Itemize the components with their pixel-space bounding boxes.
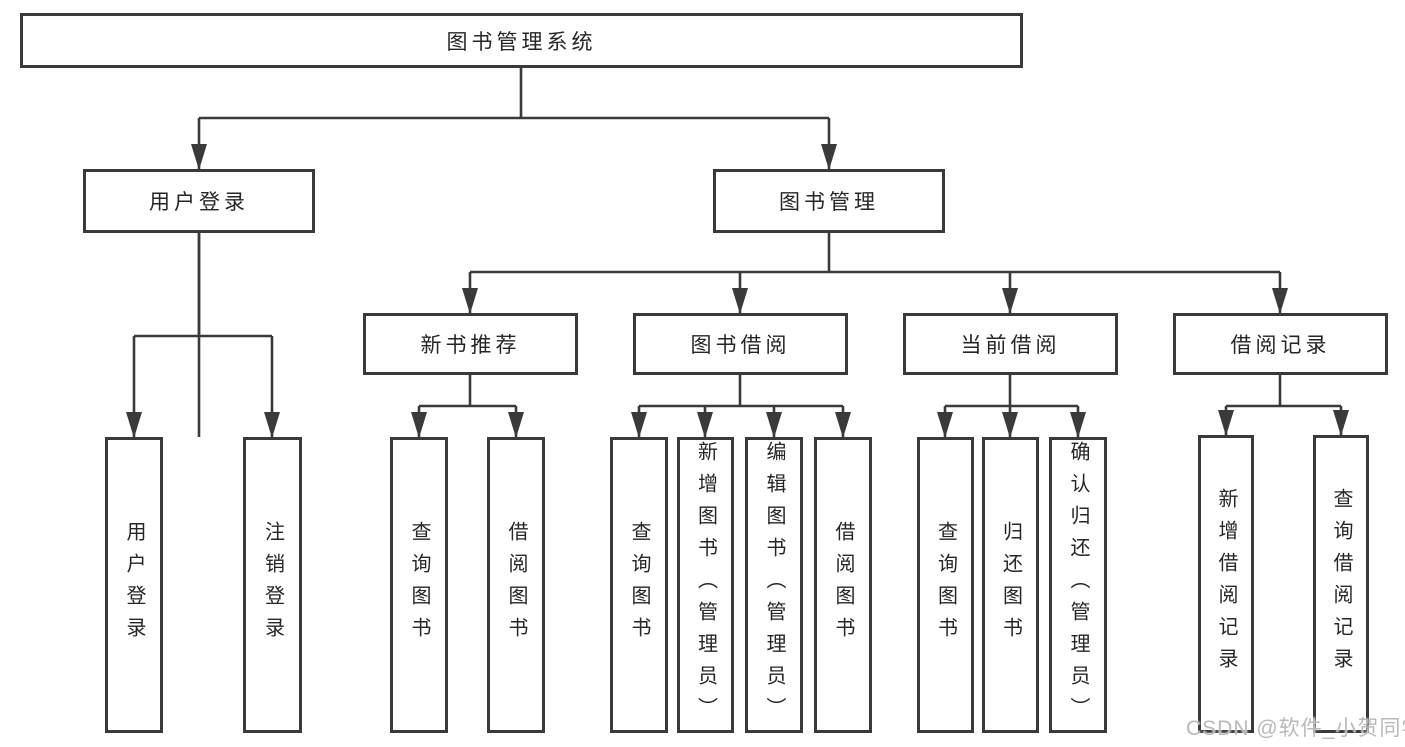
connector-newbook-to-leaves [417, 375, 518, 437]
node-current-borrow: 当前借阅 [903, 313, 1118, 375]
node-label: 图书管理 [779, 191, 879, 214]
node-label: 图书管理系统 [446, 30, 597, 54]
leaf-edit-book-admin: 编辑图书（管理员） [745, 437, 803, 733]
connector-bookborrow-to-leaves [637, 375, 845, 437]
leaf-confirm-return-admin: 确认归还（管理员） [1049, 437, 1107, 733]
leaf-logout: 注销登录 [243, 437, 302, 733]
connector-records-to-leaves [1224, 375, 1343, 435]
leaf-query-books-borrow: 查询图书 [610, 437, 668, 733]
leaf-label: 新增借阅记录 [1215, 488, 1237, 680]
leaf-label: 用户登录 [123, 521, 145, 649]
node-label: 借阅记录 [1230, 334, 1331, 357]
arrowheads [126, 144, 1349, 438]
leaf-query-books-current: 查询图书 [917, 437, 974, 733]
connector-root-to-level2 [197, 66, 831, 437]
leaf-label: 编辑图书（管理员） [763, 441, 785, 729]
connector-bookmgmt-to-level3 [468, 233, 1282, 313]
leaf-borrow-books-recommend: 借阅图书 [487, 437, 545, 733]
leaf-label: 注销登录 [261, 521, 284, 649]
node-label: 新书推荐 [420, 334, 521, 357]
node-new-book-recommend: 新书推荐 [363, 313, 578, 375]
leaf-borrow-books: 借阅图书 [814, 437, 872, 733]
leaf-label: 查询图书 [408, 521, 430, 649]
leaf-return-books: 归还图书 [982, 437, 1039, 733]
leaf-query-books-recommend: 查询图书 [390, 437, 448, 733]
node-label: 当前借阅 [960, 334, 1061, 357]
csdn-watermark: CSDN @软件_小贺同学 [1186, 717, 1405, 740]
node-book-management: 图书管理 [713, 169, 945, 233]
leaf-label: 查询借阅记录 [1330, 488, 1352, 680]
node-label: 用户登录 [149, 191, 249, 214]
leaf-label: 查询图书 [628, 521, 650, 649]
leaf-label: 借阅图书 [505, 521, 527, 649]
leaf-user-login: 用户登录 [105, 437, 163, 733]
node-borrow-records: 借阅记录 [1173, 313, 1388, 375]
leaf-add-borrow-record: 新增借阅记录 [1198, 435, 1254, 733]
node-library-management-system: 图书管理系统 [20, 13, 1023, 68]
leaf-add-book-admin: 新增图书（管理员） [677, 437, 734, 733]
node-book-borrow: 图书借阅 [633, 313, 848, 375]
node-label: 图书借阅 [690, 334, 791, 357]
node-user-login: 用户登录 [83, 169, 315, 233]
leaf-label: 归还图书 [999, 521, 1022, 649]
leaf-label: 新增图书（管理员） [694, 441, 717, 729]
leaf-label: 借阅图书 [832, 521, 854, 649]
leaf-label: 确认归还（管理员） [1067, 441, 1089, 729]
connector-userlogin-to-leaves [132, 233, 274, 437]
leaf-label: 查询图书 [934, 521, 957, 649]
leaf-query-borrow-record: 查询借阅记录 [1313, 435, 1369, 733]
